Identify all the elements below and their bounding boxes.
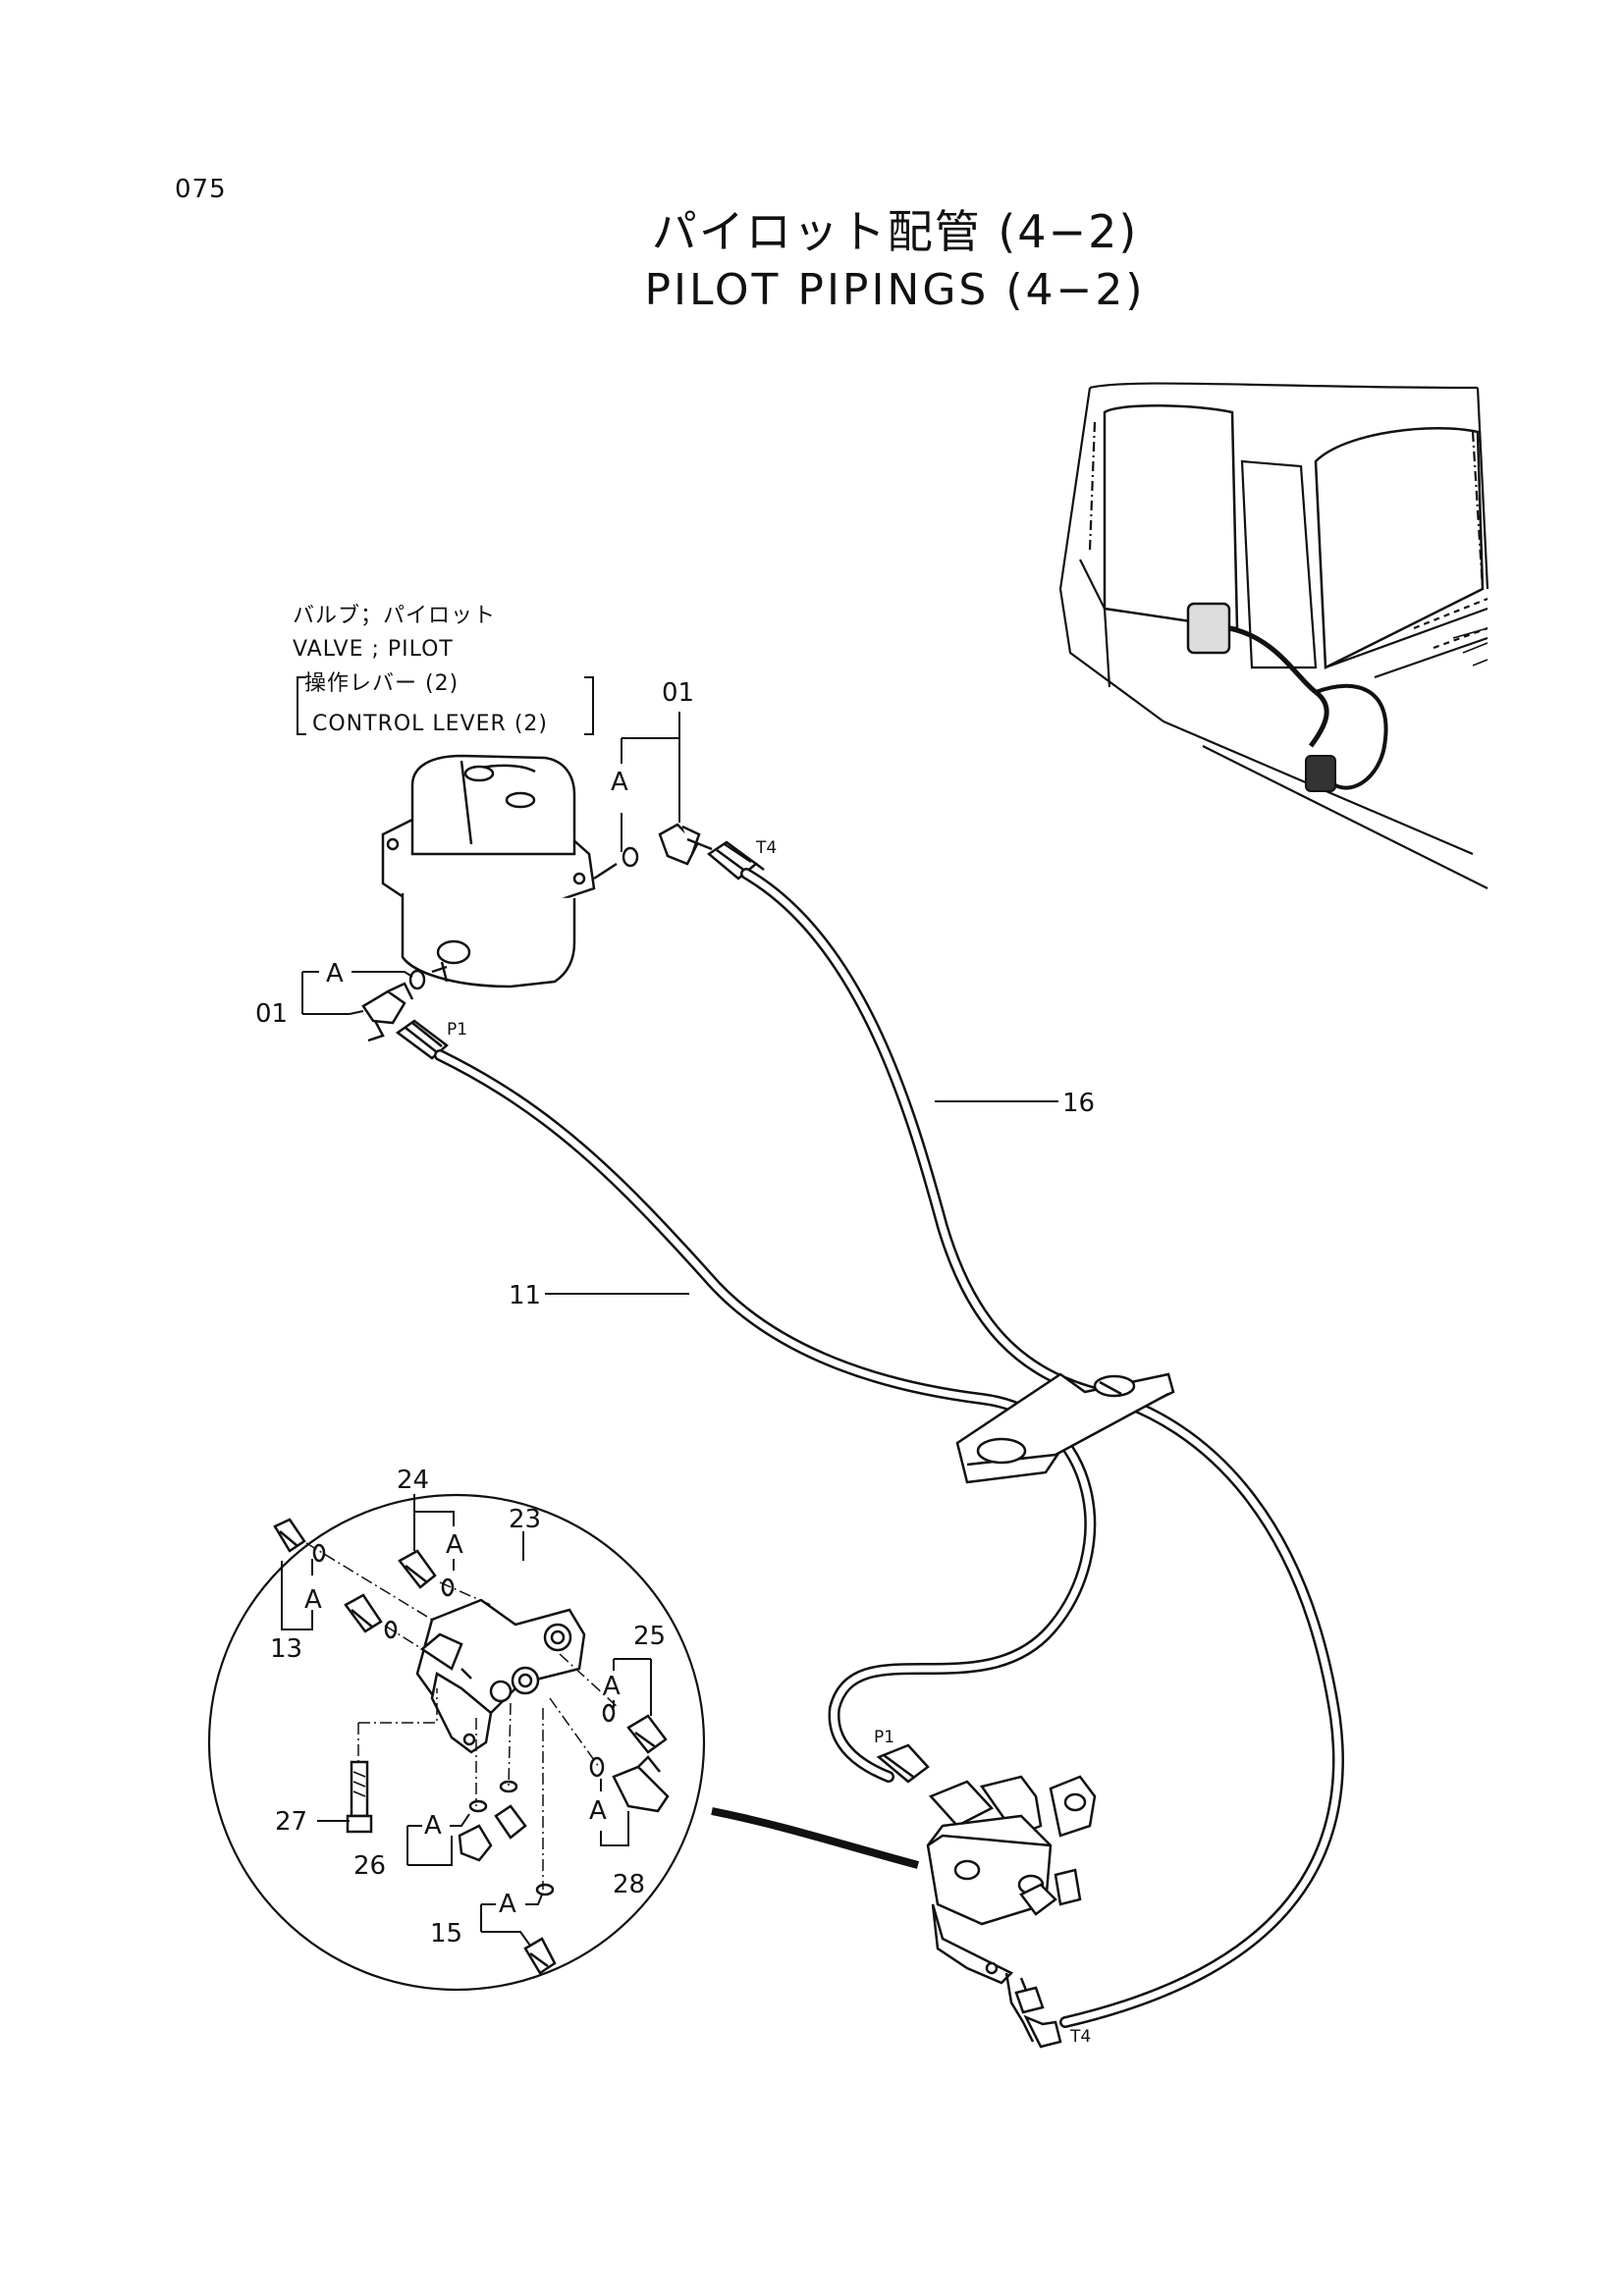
bracket-left: [297, 676, 306, 735]
detail-fitting-28: [589, 1755, 670, 1813]
callout-a-25: A: [603, 1672, 621, 1701]
fitting-01-left: [361, 965, 448, 1042]
part-label-15: 15: [430, 1919, 462, 1949]
fitting-01-top: [593, 823, 713, 881]
detail-fitting-25: [602, 1703, 668, 1754]
part-label-24: 24: [397, 1466, 429, 1495]
detail-fitting-15: [523, 1883, 557, 1975]
detail-pointer: [711, 1807, 920, 1869]
port-label-t4-bottom: T4: [1069, 2027, 1091, 2047]
title-block: パイロット配管 (4−2) PILOT PIPINGS (4−2): [0, 201, 1623, 319]
detail-fitting-24: [398, 1549, 455, 1597]
hose-end-p1-top: [395, 1019, 449, 1060]
valve-note: バルブ；パイロット VALVE ; PILOT 操作レバー (2) CONTRO…: [293, 604, 594, 736]
part-label-28: 28: [613, 1870, 645, 1899]
hose-end-t4-bottom: [1014, 1986, 1062, 2049]
port-label-t4-top: T4: [755, 838, 777, 858]
port-label-p1-bottom: P1: [874, 1728, 894, 1747]
detail-valve-block: [415, 1598, 586, 1754]
detail-centerlines: [305, 1542, 620, 1890]
callout-bracket-01-top: [621, 712, 680, 852]
port-label-p1-top: P1: [447, 1020, 467, 1040]
hose-clamp-bracket: [955, 1372, 1175, 1484]
pilot-valve-body: [381, 754, 596, 988]
page-number: 075: [175, 175, 227, 204]
callout-bracket-01-left: [301, 971, 413, 1015]
valve-note-en: VALVE ; PILOT: [293, 637, 454, 662]
callout-a-left: A: [326, 959, 344, 988]
cab-wiring: [1186, 602, 1388, 792]
part-label-25: 25: [633, 1622, 666, 1651]
control-lever-jp: 操作レバー (2): [304, 671, 459, 696]
part-label-01-left: 01: [255, 999, 288, 1029]
detail-fitting-13: [273, 1518, 326, 1563]
part-label-26: 26: [353, 1851, 386, 1881]
detail-fitting-26: [458, 1780, 527, 1862]
callout-a-top: A: [611, 768, 628, 797]
detail-callout-brackets: [281, 1494, 652, 1947]
cab-view: [1058, 382, 1489, 889]
detail-circle: [207, 1493, 706, 1992]
detail-fitting-mid: [344, 1593, 398, 1639]
detail-bolt-27: [346, 1760, 373, 1834]
bracket-right: [584, 676, 594, 735]
callout-a-15: A: [499, 1890, 516, 1919]
lower-right-valve: [876, 1743, 1097, 2043]
callout-a-13: A: [304, 1585, 322, 1615]
title-english: PILOT PIPINGS (4−2): [644, 265, 1146, 315]
part-label-13: 13: [270, 1634, 302, 1664]
title-japanese: パイロット配管 (4−2): [651, 205, 1139, 258]
control-lever-en: CONTROL LEVER (2): [312, 712, 548, 736]
part-label-23: 23: [509, 1505, 541, 1534]
part-label-27: 27: [275, 1807, 307, 1837]
callout-a-26: A: [424, 1811, 442, 1841]
part-label-16: 16: [1062, 1089, 1095, 1118]
callout-a-24: A: [446, 1530, 463, 1560]
callout-a-28: A: [589, 1796, 607, 1826]
valve-note-jp: バルブ；パイロット: [293, 604, 496, 628]
part-label-11: 11: [509, 1281, 541, 1310]
part-label-01-top: 01: [662, 678, 694, 708]
